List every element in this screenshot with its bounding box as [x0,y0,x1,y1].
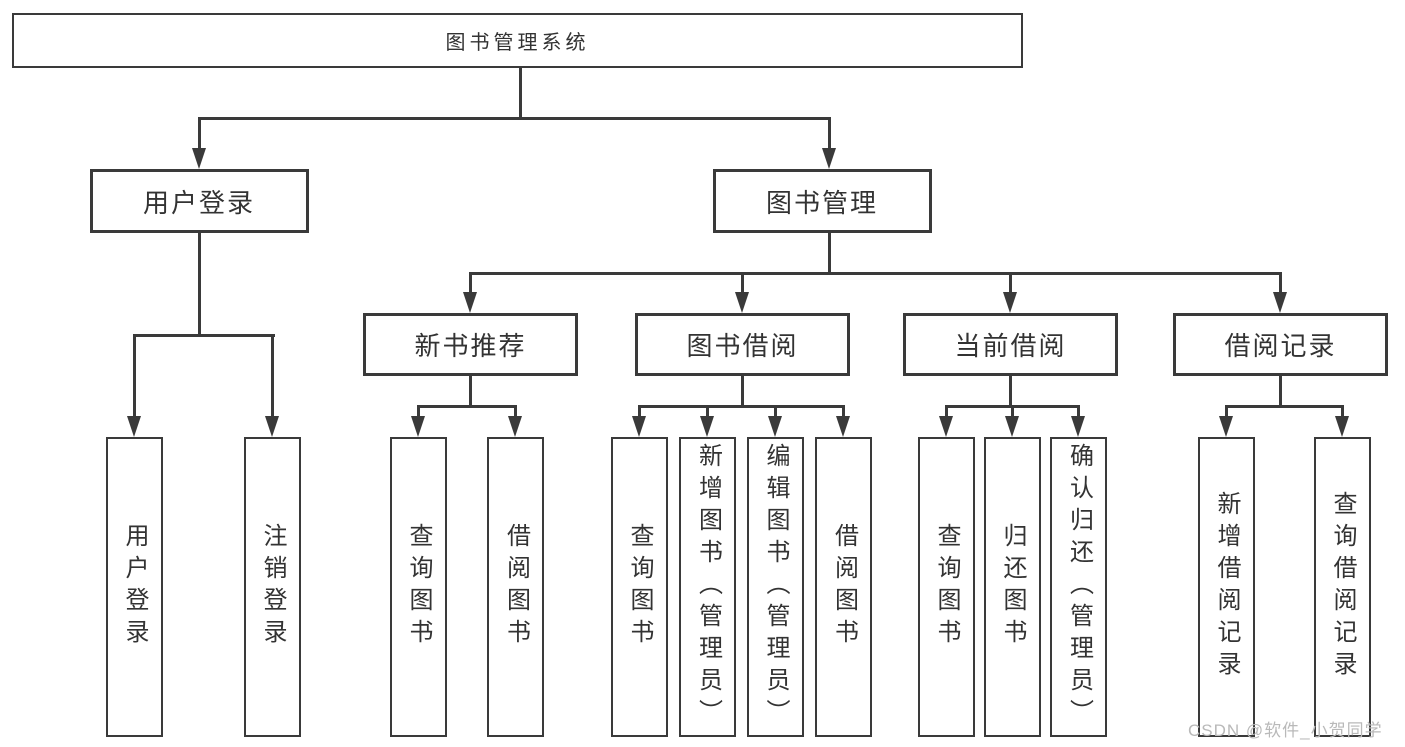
connector [1010,406,1014,417]
connector [1340,406,1344,417]
connector [1279,273,1282,293]
connector [197,233,201,336]
connector [827,118,831,150]
leaf-add-borrow-record: 新增借阅记录 [1197,437,1255,737]
connector [270,335,274,417]
connector [1224,406,1228,417]
connector [773,406,777,417]
leaf-query-books-current: 查询图书 [917,437,975,737]
connector [706,406,709,417]
connector [827,233,831,274]
arrowhead-icon [508,416,522,437]
connector [469,271,1282,275]
arrowhead-icon [836,416,850,437]
arrowhead-icon [821,148,836,169]
connector [1009,273,1012,293]
arrowhead-icon [1004,416,1019,437]
node-book-management: 图书管理 [712,169,932,233]
watermark: CSDN @软件_小贺同学 [1188,721,1383,740]
leaf-query-books-recommend: 查询图书 [389,437,447,737]
arrowhead-icon [191,148,206,169]
leaf-user-login: 用户登录 [105,437,163,737]
connector [469,376,472,407]
connector [416,406,420,417]
arrowhead-icon [264,416,279,437]
arrowhead-icon [1003,292,1017,313]
connector [842,406,845,417]
arrowhead-icon [1334,416,1349,437]
leaf-edit-books-admin: 编辑图书（管理员） [746,437,804,737]
leaf-logout: 注销登录 [243,437,301,737]
node-borrow-records: 借阅记录 [1173,313,1388,376]
node-user-login: 用户登录 [89,169,309,233]
leaf-return-books: 归还图书 [983,437,1041,737]
leaf-query-borrow-record: 查询借阅记录 [1313,437,1371,737]
arrowhead-icon [1071,416,1085,437]
connector [1279,376,1282,407]
connector [416,404,517,408]
connector [132,335,136,417]
connector [197,116,831,120]
leaf-borrow-books: 借阅图书 [815,437,872,737]
leaf-borrow-books-recommend: 借阅图书 [487,437,544,737]
arrowhead-icon [410,416,425,437]
arrowhead-icon [1218,416,1233,437]
node-library-management-system: 图书管理系统 [12,13,1023,68]
arrowhead-icon [938,416,953,437]
connector [1009,376,1012,407]
connector [944,406,948,417]
connector [518,68,522,118]
node-book-borrow: 图书借阅 [635,313,850,376]
arrowhead-icon [463,292,477,313]
leaf-query-books-borrow: 查询图书 [610,437,668,737]
connector [132,333,275,337]
connector [637,406,641,417]
connector [1077,406,1080,417]
connector [197,118,201,150]
leaf-add-books-admin: 新增图书（管理员） [679,437,736,737]
arrowhead-icon [1273,292,1287,313]
connector [637,404,845,408]
arrowhead-icon [126,416,141,437]
node-current-borrow: 当前借阅 [903,313,1118,376]
arrowhead-icon [767,416,782,437]
arrowhead-icon [631,416,646,437]
connector [469,273,472,293]
connector [514,406,517,417]
connector [741,273,744,293]
node-new-book-recommend: 新书推荐 [363,313,578,376]
connector [741,376,744,407]
arrowhead-icon [735,292,749,313]
leaf-confirm-return-admin: 确认归还（管理员） [1050,437,1107,737]
arrowhead-icon [700,416,714,437]
connector [1224,404,1344,408]
